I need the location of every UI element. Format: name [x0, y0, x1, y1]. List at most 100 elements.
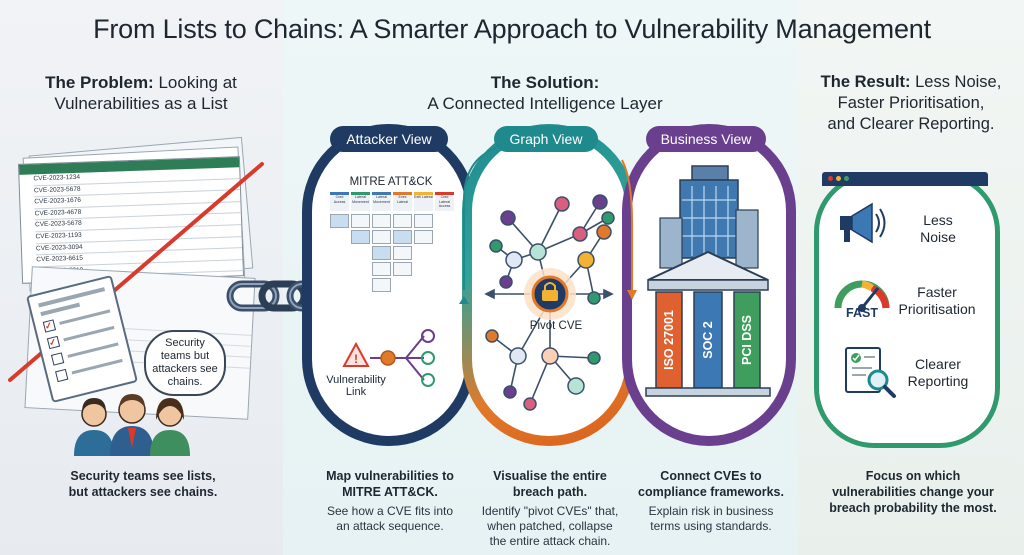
- vuln-label-line1: Vulnerability: [326, 374, 386, 386]
- matrix-cell: [330, 246, 349, 260]
- mitre-matrix: [330, 214, 454, 294]
- empty-box-icon: [55, 368, 69, 383]
- attacker-caption-line1: Map vulnerabilities to: [326, 469, 454, 483]
- framework-columns: ISO 27001 SOC 2 PCI DSS: [640, 292, 776, 388]
- matrix-cell: [351, 262, 370, 276]
- matrix-cell: [351, 214, 370, 228]
- clearer-line2: Reporting: [907, 373, 969, 389]
- result-item-less-noise: Less Noise: [898, 212, 978, 246]
- less-noise-line1: Less: [923, 212, 953, 228]
- speech-bubble-text: Security teams but attackers see chains.: [152, 337, 218, 388]
- page-title: From Lists to Chains: A Smarter Approach…: [93, 14, 931, 44]
- person-right-icon: [150, 398, 190, 456]
- graph-view-label: Graph View: [494, 126, 598, 152]
- report-magnifier-icon: [845, 347, 896, 398]
- problem-caption: Security teams see lists, but attackers …: [18, 468, 268, 500]
- matrix-cell: [414, 246, 433, 260]
- attacker-caption: Map vulnerabilities to MITRE ATT&CK.: [300, 468, 480, 500]
- result-caption: Focus on which vulnerabilities change yo…: [808, 468, 1018, 516]
- matrix-cell: [330, 230, 349, 244]
- mitre-tactic: Exec Lateral: [393, 192, 412, 211]
- megaphone-icon: [840, 202, 886, 244]
- matrix-cell: [435, 230, 454, 244]
- framework-column-label: PCI DSS: [740, 314, 755, 366]
- graph-caption-line2: breach path.: [512, 485, 588, 499]
- framework-column-label: SOC 2: [701, 321, 716, 359]
- network-graph: [484, 194, 615, 411]
- matrix-cell: [414, 230, 433, 244]
- mitre-tactic: Lateral Movement: [351, 192, 370, 211]
- pci-column: [733, 291, 761, 389]
- solution-heading: The Solution: A Connected Intelligence L…: [310, 72, 780, 114]
- matrix-cell: [372, 262, 391, 276]
- flow-arrows: [459, 147, 637, 304]
- business-sub-line2: terms using standards.: [650, 519, 772, 533]
- mitre-tactic: Cred Lateral Access: [435, 192, 454, 211]
- business-subcaption: Explain risk in business terms using sta…: [624, 504, 798, 534]
- matrix-cell: [330, 214, 349, 228]
- less-noise-line2: Noise: [920, 229, 956, 245]
- matrix-cell: [330, 262, 349, 276]
- business-sub-line1: Explain risk in business: [648, 504, 774, 518]
- matrix-cell: [393, 246, 412, 260]
- problem-caption-line2: but attackers see chains.: [68, 485, 218, 499]
- matrix-cell: [435, 246, 454, 260]
- faster-line1: Faster: [917, 284, 957, 300]
- checked-box-icon: ✓: [42, 319, 57, 333]
- person-center-icon: [110, 394, 154, 456]
- attacker-subcaption: See how a CVE fits into an attack sequen…: [300, 504, 480, 534]
- framework-column-label: ISO 27001: [662, 310, 677, 370]
- problem-heading-bold: The Problem:: [45, 73, 154, 92]
- graph-nodes: [485, 194, 615, 411]
- mitre-tactic: Lateral Movement: [372, 192, 391, 211]
- result-caption-line2: vulnerabilities change your: [832, 485, 994, 499]
- graph-subcaption: Identify "pivot CVEs" that, when patched…: [468, 504, 632, 549]
- matrix-cell: [351, 278, 370, 292]
- pivot-cve-label: Pivot CVE: [529, 320, 583, 332]
- matrix-cell: [435, 278, 454, 292]
- result-window-bar: [822, 172, 988, 186]
- business-caption-line1: Connect CVEs to: [660, 469, 762, 483]
- person-left-icon: [74, 398, 114, 456]
- matrix-cell: [330, 278, 349, 292]
- result-heading-rest: Less Noise,: [915, 73, 1002, 91]
- graph-caption: Visualise the entire breach path.: [468, 468, 632, 500]
- svg-text:!: !: [354, 352, 358, 366]
- mitre-title: MITRE ATT&CK: [349, 176, 433, 188]
- checked-box-icon: ✓: [46, 335, 61, 350]
- matrix-cell: [351, 230, 370, 244]
- fast-badge: FAST: [846, 306, 878, 320]
- lock-icon: [542, 290, 558, 301]
- attacker-view-label: Attacker View: [330, 126, 448, 152]
- result-caption-line3: breach probability the most.: [829, 501, 997, 515]
- security-team-people: [74, 394, 190, 456]
- clearer-line1: Clearer: [915, 356, 961, 372]
- result-item-faster-prioritisation: Faster Prioritisation: [890, 284, 984, 318]
- mitre-tactic: Exfil Lateral: [414, 192, 433, 211]
- matrix-cell: [414, 262, 433, 276]
- speech-bubble: Security teams but attackers see chains.: [144, 330, 226, 396]
- iso-column: [655, 291, 683, 389]
- mitre-tactic: Cred Access: [330, 192, 349, 211]
- link-node: [380, 350, 396, 366]
- vulnerability-link-label: Vulnerability Link: [320, 374, 392, 398]
- problem-caption-line1: Security teams see lists,: [70, 469, 216, 483]
- matrix-cell: [372, 230, 391, 244]
- graph-sub-line3: the entire attack chain.: [489, 534, 611, 548]
- attacker-sub-line1: See how a CVE fits into: [326, 504, 454, 518]
- matrix-cell: [435, 214, 454, 228]
- problem-heading-rest: Looking at: [158, 73, 237, 92]
- business-caption: Connect CVEs to compliance frameworks.: [624, 468, 798, 500]
- matrix-cell: [414, 278, 433, 292]
- business-view-label: Business View: [646, 126, 766, 152]
- result-heading-line3: and Clearer Reporting.: [827, 115, 995, 133]
- warning-icon: [342, 341, 370, 367]
- solution-heading-line2: A Connected Intelligence Layer: [427, 94, 663, 113]
- graph-sub-line2: when patched, collapse: [487, 519, 613, 533]
- matrix-cell: [393, 230, 412, 244]
- faster-line2: Prioritisation: [898, 301, 976, 317]
- matrix-cell: [393, 262, 412, 276]
- result-heading: The Result: Less Noise, Faster Prioritis…: [800, 72, 1022, 135]
- speedometer-icon: [834, 280, 890, 312]
